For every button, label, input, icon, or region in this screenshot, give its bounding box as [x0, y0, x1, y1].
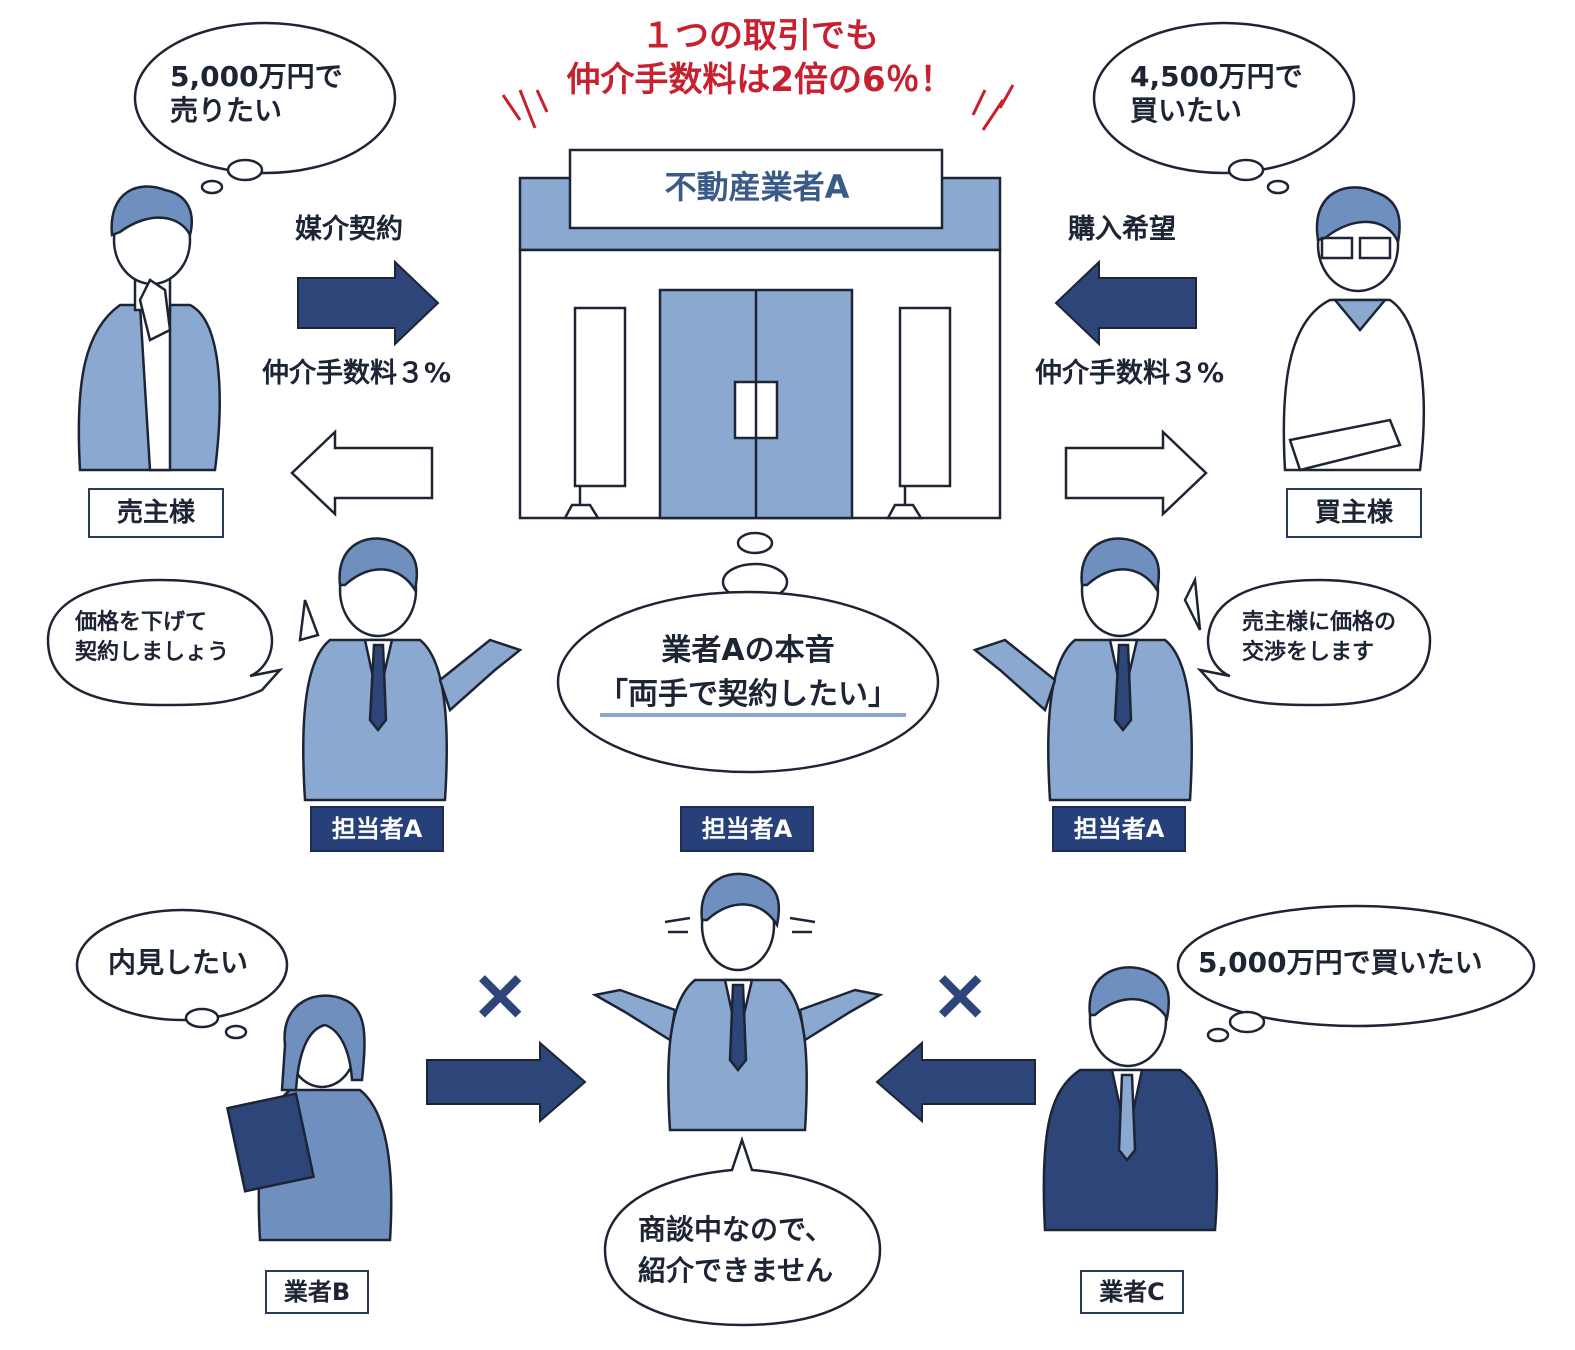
seller-figure	[77, 185, 221, 472]
arrow-buyer-to-agency	[1054, 259, 1197, 347]
arrow-agent-c-to-agency	[875, 1040, 1036, 1124]
agent-right-label: 担当者A	[1052, 806, 1186, 852]
blocked-mark-left: ×	[470, 952, 531, 1036]
buyer-arrow-label-top: 購入希望	[1068, 214, 1176, 245]
building-sign-text: 不動産業者A	[664, 168, 850, 206]
arrow-agency-to-buyer	[1064, 429, 1208, 517]
seller-thought-bubble	[133, 21, 397, 195]
seller-label: 売主様	[88, 488, 224, 538]
agent-c-thought-text: 5,000万円で買いたい	[1198, 946, 1483, 979]
agent-left-label: 担当者A	[310, 806, 444, 852]
seller-arrow-label-bottom: 仲介手数料３%	[262, 358, 452, 389]
agency-refusal-text: 商談中なので、 紹介できません	[638, 1213, 834, 1287]
agent-left-speech-bubble	[46, 578, 284, 707]
buyer-arrow-label-bottom: 仲介手数料３%	[1035, 358, 1225, 389]
arrow-agency-to-seller	[290, 429, 434, 517]
agent-right-speech-bubble	[1196, 578, 1432, 707]
banner-right	[898, 306, 952, 488]
buyer-thought-bubble	[1092, 21, 1356, 195]
agent-c-label: 業者C	[1080, 1270, 1184, 1314]
agent-center-label: 担当者A	[680, 806, 814, 852]
agent-a-left-figure	[298, 537, 523, 802]
agent-a-center-figure	[591, 872, 884, 1132]
buyer-thought-text: 4,500万円で 買いたい	[1130, 60, 1303, 128]
buyer-figure	[1282, 186, 1425, 472]
agency-inner-voice-bubble	[556, 531, 940, 774]
seller-arrow-label-top: 媒介契約	[295, 214, 403, 245]
clipboard	[225, 1092, 316, 1193]
agent-b-label: 業者B	[265, 1270, 369, 1314]
real-estate-office-building	[518, 148, 1002, 520]
agent-a-right-figure	[972, 537, 1202, 802]
building-sign-board	[568, 148, 944, 230]
agent-b-thought-bubble	[75, 908, 289, 1040]
headline-emphasis-lines	[501, 84, 1015, 131]
agent-b-figure	[225, 994, 393, 1242]
agency-refusal-speech-bubble	[603, 1136, 882, 1327]
seller-thought-text: 5,000万円で 売りたい	[170, 60, 343, 128]
arrow-seller-to-agency	[297, 259, 440, 347]
arrow-agent-b-to-agency	[426, 1040, 587, 1124]
agent-right-speech-text: 売主様に価格の 交渉をします	[1242, 610, 1397, 665]
headline-line2: 仲介手数料は2倍の6％！	[566, 60, 954, 100]
banner-left	[573, 306, 627, 488]
inner-voice-line2: 「両手で契約したい」	[598, 677, 898, 712]
inner-voice-line1: 業者Aの本音	[661, 633, 835, 668]
agent-c-figure	[1042, 966, 1219, 1232]
agent-c-thought-bubble	[1176, 904, 1536, 1043]
agent-left-speech-text: 価格を下げて 契約しましょう	[75, 610, 230, 665]
blocked-mark-right: ×	[930, 952, 991, 1036]
agent-b-thought-text: 内見したい	[108, 946, 249, 979]
headline-line1: １つの取引でも	[641, 16, 879, 56]
buyer-label: 買主様	[1286, 488, 1422, 538]
